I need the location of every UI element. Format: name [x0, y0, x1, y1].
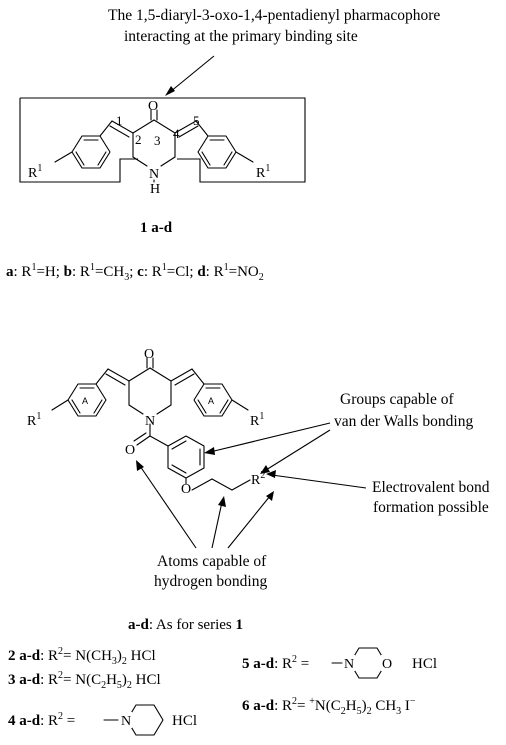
morpholine-oxygen: O	[382, 657, 392, 672]
electrovalent-line-1: Electrovalent bond	[372, 479, 490, 496]
substituent-list: a: R1=H; b: R1=CH3; c: R1=Cl; d: R1=NO2	[6, 262, 264, 283]
hbond-line-2: hydrogen bonding	[154, 573, 267, 590]
hbond-callout: Atoms capable of hydrogen bonding	[154, 553, 267, 590]
pharmacophore-box	[19, 97, 306, 183]
position-3-label: 3	[154, 133, 161, 148]
series-note: a-d: As for series 1	[128, 617, 243, 633]
hbond-line-1: Atoms capable of	[157, 553, 267, 570]
position-1-label: 1	[116, 113, 123, 128]
annotation-arrow	[165, 55, 215, 96]
position-4-label: 4	[173, 126, 180, 141]
vdw-line-2: van der Walls bonding	[334, 413, 473, 430]
hbond-arrows	[136, 460, 274, 549]
bottom-carbonyl-oxygen: O	[144, 347, 154, 362]
morpholine-nitrogen: N	[344, 657, 354, 672]
compound-3-line: 3 a-d: R2= N(C2H5)2 HCl	[8, 670, 161, 691]
annotation-line-1: The 1,5-diaryl-3-oxo-1,4-pentadienyl pha…	[108, 7, 440, 24]
top-right-r1: R1	[256, 163, 270, 181]
electrovalent-arrow	[266, 470, 367, 489]
compound-5-line: 5 a-d: R2 =	[242, 654, 309, 672]
top-ring-nitrogen: N	[149, 167, 159, 182]
bottom-right-r1: R1	[250, 411, 264, 429]
ring-a-left-label: A	[82, 396, 88, 406]
top-carbonyl-oxygen: O	[148, 99, 158, 114]
compound-4-hcl: HCl	[172, 713, 197, 729]
vdw-line-1: Groups capable of	[340, 391, 454, 408]
compound-5-hcl: HCl	[412, 656, 437, 672]
bottom-left-r1: R1	[27, 411, 41, 429]
electrovalent-line-2: formation possible	[373, 499, 489, 516]
ether-oxygen: O	[181, 482, 191, 497]
compound-4-line: 4 a-d: R2 =	[8, 711, 75, 729]
ring-a-right-label: A	[208, 396, 214, 406]
top-nh-hydrogen: H	[150, 182, 160, 197]
compound-6-line: 6 a-d: R2= +N(C2H5)2 CH3 I−	[242, 696, 416, 717]
piperidine-ring	[103, 704, 164, 736]
piperidine-nitrogen: N	[121, 714, 131, 729]
r2-group: R2	[251, 470, 265, 488]
vdw-callout: Groups capable of van der Walls bonding	[334, 391, 473, 430]
position-2-label: 2	[135, 132, 142, 147]
compound-2-6-structure: O N O O A A R1 R1 R2	[27, 347, 265, 497]
compound-1-label: 1 a-d	[140, 220, 173, 236]
top-annotation: The 1,5-diaryl-3-oxo-1,4-pentadienyl pha…	[108, 7, 440, 45]
compound-2-line: 2 a-d: R2= N(CH3)2 HCl	[8, 646, 156, 667]
position-5-label: 5	[193, 113, 200, 128]
annotation-line-2: interacting at the primary binding site	[124, 28, 358, 45]
vdw-arrows	[204, 422, 331, 474]
amide-oxygen: O	[125, 443, 135, 458]
electrovalent-callout: Electrovalent bond formation possible	[372, 479, 490, 516]
top-left-r1: R1	[28, 163, 42, 181]
compound-1-structure: O N H 1 2 3 4 5 R1 R1	[28, 99, 270, 197]
bottom-ring-nitrogen: N	[145, 414, 155, 429]
morpholine-ring	[331, 647, 387, 679]
